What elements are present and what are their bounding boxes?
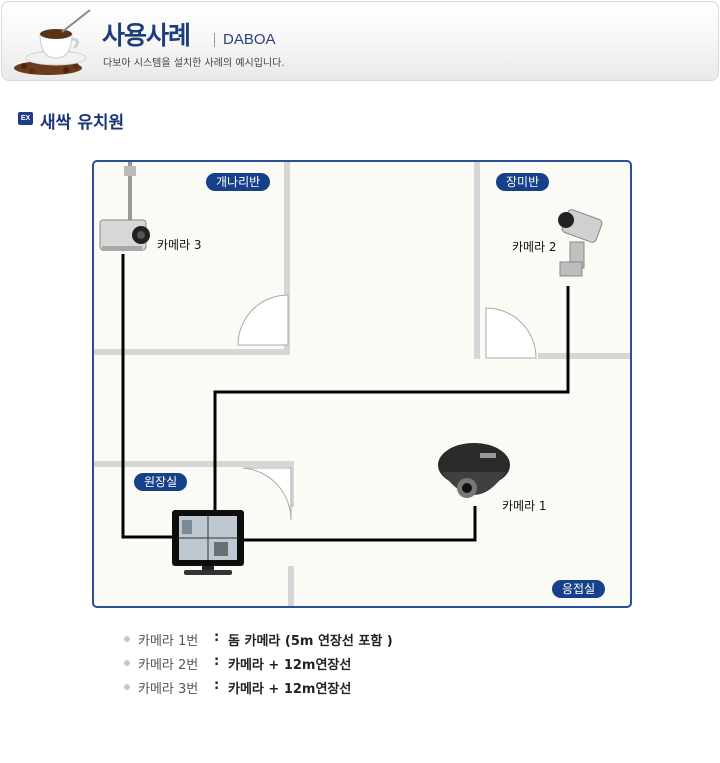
spec-colon: : — [214, 678, 220, 693]
spec-name: 카메라 2번 — [138, 658, 199, 673]
room-tag-reception: 응접실 — [552, 580, 606, 598]
coffee-cup-icon — [14, 9, 91, 75]
spec-value: 카메라 + 12m연장선 — [228, 682, 352, 697]
room-tag-principal-office: 원장실 — [134, 473, 188, 491]
title-divider — [214, 33, 215, 47]
spec-name: 카메라 1번 — [138, 634, 199, 649]
section-title: 새싹 유치원 — [40, 113, 125, 133]
camera-3-label: 카메라 3 — [157, 238, 202, 252]
bullet-icon — [124, 636, 130, 642]
camera-1-icon — [438, 443, 510, 498]
page-title: 사용사례 — [102, 21, 191, 50]
dvr-monitor-icon — [172, 510, 244, 575]
page-description: 다보아 시스템을 설치한 사례의 예시입니다. — [103, 58, 285, 69]
page-header: 사용사례 DABOA 다보아 시스템을 설치한 사례의 예시입니다. — [1, 1, 719, 81]
spec-value: 돔 카메라 (5m 연장선 포함 ) — [228, 634, 393, 649]
room-tag-gaenari: 개나리반 — [206, 173, 271, 191]
spec-name: 카메라 3번 — [138, 682, 199, 697]
spec-colon: : — [214, 630, 220, 645]
spec-colon: : — [214, 654, 220, 669]
brand-name: DABOA — [223, 31, 276, 48]
spec-value: 카메라 + 12m연장선 — [228, 658, 352, 673]
bullet-icon — [124, 684, 130, 690]
camera-1-label: 카메라 1 — [502, 499, 547, 513]
camera-3-icon — [99, 162, 150, 251]
cables — [121, 254, 570, 542]
floor-plan-drawing — [94, 162, 630, 606]
camera-2-label: 카메라 2 — [512, 240, 557, 254]
floor-plan: 개나리반 장미반 원장실 응접실 카메라 3 카메라 2 카메라 1 — [92, 160, 632, 608]
bullet-icon — [124, 660, 130, 666]
room-tag-jangmi: 장미반 — [496, 173, 550, 191]
camera-2-icon — [558, 209, 603, 277]
door-arcs — [237, 294, 537, 521]
ex-badge: EX — [18, 112, 33, 125]
